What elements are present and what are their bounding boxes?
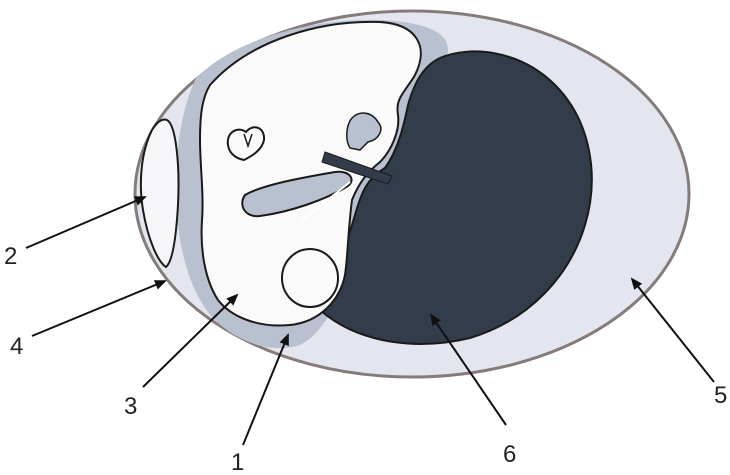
label-6: 6 xyxy=(503,441,516,468)
label-5: 5 xyxy=(714,382,727,409)
arrow-1 xyxy=(243,335,288,445)
small-oval xyxy=(282,249,338,307)
label-3: 3 xyxy=(124,393,137,420)
label-2: 2 xyxy=(4,243,17,270)
label-4: 4 xyxy=(10,333,23,360)
arrow-5 xyxy=(632,279,714,382)
arrow-2 xyxy=(26,197,145,248)
arrow-4 xyxy=(32,281,165,336)
arrow-3 xyxy=(143,295,237,387)
label-1: 1 xyxy=(231,449,244,475)
